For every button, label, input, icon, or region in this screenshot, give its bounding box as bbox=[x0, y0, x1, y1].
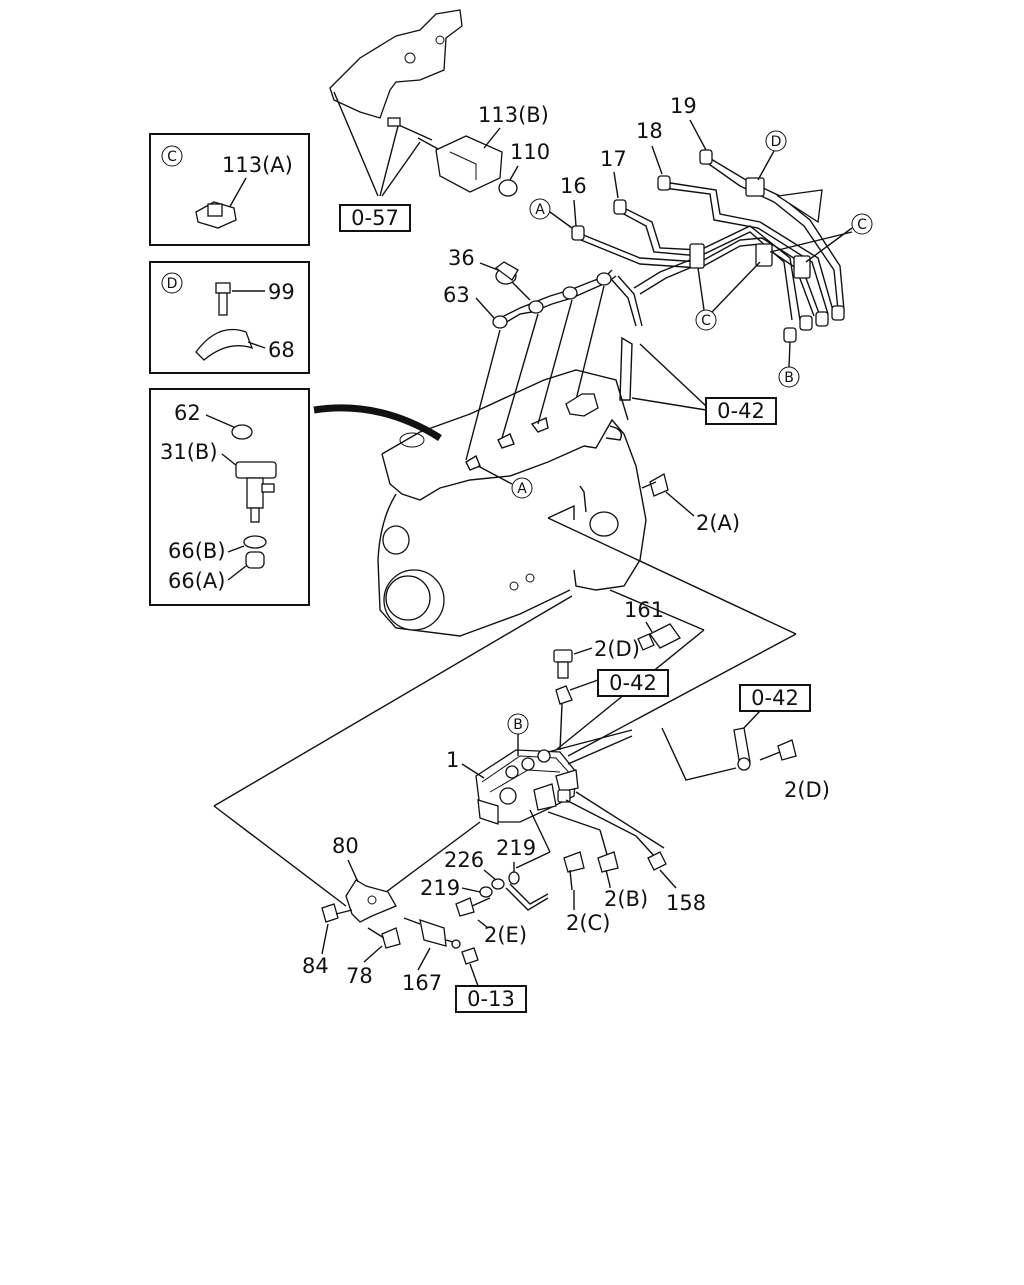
label-2b: 2(B) bbox=[604, 887, 648, 911]
bolt-2c bbox=[563, 851, 585, 891]
circle-d-lines: D bbox=[771, 134, 782, 150]
circle-c-lines-right: C bbox=[857, 217, 867, 233]
ref-057: 0-57 bbox=[351, 206, 399, 230]
label-2e: 2(E) bbox=[484, 923, 527, 947]
washer-219-left bbox=[479, 886, 493, 898]
washer-226 bbox=[491, 878, 505, 890]
label-78: 78 bbox=[346, 964, 373, 988]
label-226: 226 bbox=[444, 848, 484, 872]
clamp-68 bbox=[195, 328, 254, 361]
inset-d-tag: D bbox=[167, 276, 178, 292]
label-66b: 66(B) bbox=[168, 539, 226, 563]
ref-013: 0-13 bbox=[467, 987, 515, 1011]
bolt-2e bbox=[455, 897, 491, 917]
label-2d-top: 2(D) bbox=[594, 637, 640, 661]
ref-box-042-mid bbox=[597, 669, 669, 697]
ref-042-top: 0-42 bbox=[717, 399, 765, 423]
injector-31b bbox=[235, 461, 277, 523]
label-19: 19 bbox=[670, 94, 697, 118]
label-36: 36 bbox=[448, 246, 475, 270]
label-16: 16 bbox=[560, 174, 587, 198]
ref-box-042-top bbox=[705, 397, 777, 425]
sensor-161 bbox=[637, 623, 681, 651]
inset-d: D 99 68 bbox=[149, 261, 310, 374]
circle-a-top: A bbox=[535, 202, 545, 218]
injection-pump bbox=[475, 749, 579, 825]
label-2a: 2(A) bbox=[696, 511, 740, 535]
label-113a: 113(A) bbox=[222, 153, 293, 177]
clip-113a bbox=[195, 201, 237, 229]
label-110: 110 bbox=[510, 140, 550, 164]
inset-c: C 113(A) bbox=[149, 133, 310, 246]
nut-013 bbox=[461, 947, 479, 965]
washer-66b bbox=[243, 535, 267, 549]
nut-158 bbox=[647, 851, 667, 871]
label-219-left: 219 bbox=[420, 876, 460, 900]
label-31b: 31(B) bbox=[160, 440, 218, 464]
label-84: 84 bbox=[302, 954, 329, 978]
bracket-right bbox=[733, 727, 751, 771]
label-62: 62 bbox=[174, 401, 201, 425]
label-17: 17 bbox=[600, 147, 627, 171]
ref-box-042-right bbox=[739, 684, 811, 712]
label-219-top: 219 bbox=[496, 836, 536, 860]
ref-box-013 bbox=[455, 985, 527, 1013]
label-161: 161 bbox=[624, 598, 664, 622]
label-2c: 2(C) bbox=[566, 911, 610, 935]
circle-b-top: B bbox=[784, 370, 794, 386]
bolt-78 bbox=[367, 927, 401, 949]
bracket-assembly bbox=[329, 9, 518, 197]
leak-off-pipe bbox=[492, 261, 643, 329]
washer-219-top bbox=[508, 871, 520, 885]
bolt-2a bbox=[641, 473, 669, 497]
nut-84 bbox=[321, 903, 339, 923]
seal-66a bbox=[245, 551, 265, 569]
circle-a-engine: A bbox=[517, 481, 527, 497]
link-167 bbox=[403, 917, 461, 949]
ref-042-mid: 0-42 bbox=[609, 671, 657, 695]
bolt-2d-right bbox=[759, 739, 797, 761]
label-158: 158 bbox=[666, 891, 706, 915]
bolt-99 bbox=[215, 282, 231, 316]
bolt-2d-upper bbox=[553, 649, 573, 679]
engine-block bbox=[377, 336, 647, 637]
label-99: 99 bbox=[268, 280, 295, 304]
label-18: 18 bbox=[636, 119, 663, 143]
nut-110 bbox=[498, 179, 518, 197]
label-1: 1 bbox=[446, 748, 459, 772]
circle-b-pump: B bbox=[513, 717, 523, 733]
inset-injector: 62 31(B) 66(B) 66(A) bbox=[149, 388, 310, 606]
bracket-80 bbox=[345, 879, 397, 923]
label-63: 63 bbox=[443, 283, 470, 307]
label-2d-right: 2(D) bbox=[784, 778, 830, 802]
bolt-2b bbox=[597, 851, 619, 887]
fuel-injection-lines bbox=[571, 149, 845, 343]
ref-042-right: 0-42 bbox=[751, 686, 799, 710]
label-167: 167 bbox=[402, 971, 442, 995]
circle-c-lines-left: C bbox=[701, 313, 711, 329]
ref-box-057 bbox=[339, 204, 411, 232]
label-66a: 66(A) bbox=[168, 569, 225, 593]
label-80: 80 bbox=[332, 834, 359, 858]
label-68: 68 bbox=[268, 338, 295, 362]
label-113b: 113(B) bbox=[478, 103, 549, 127]
inset-c-tag: C bbox=[167, 149, 177, 165]
